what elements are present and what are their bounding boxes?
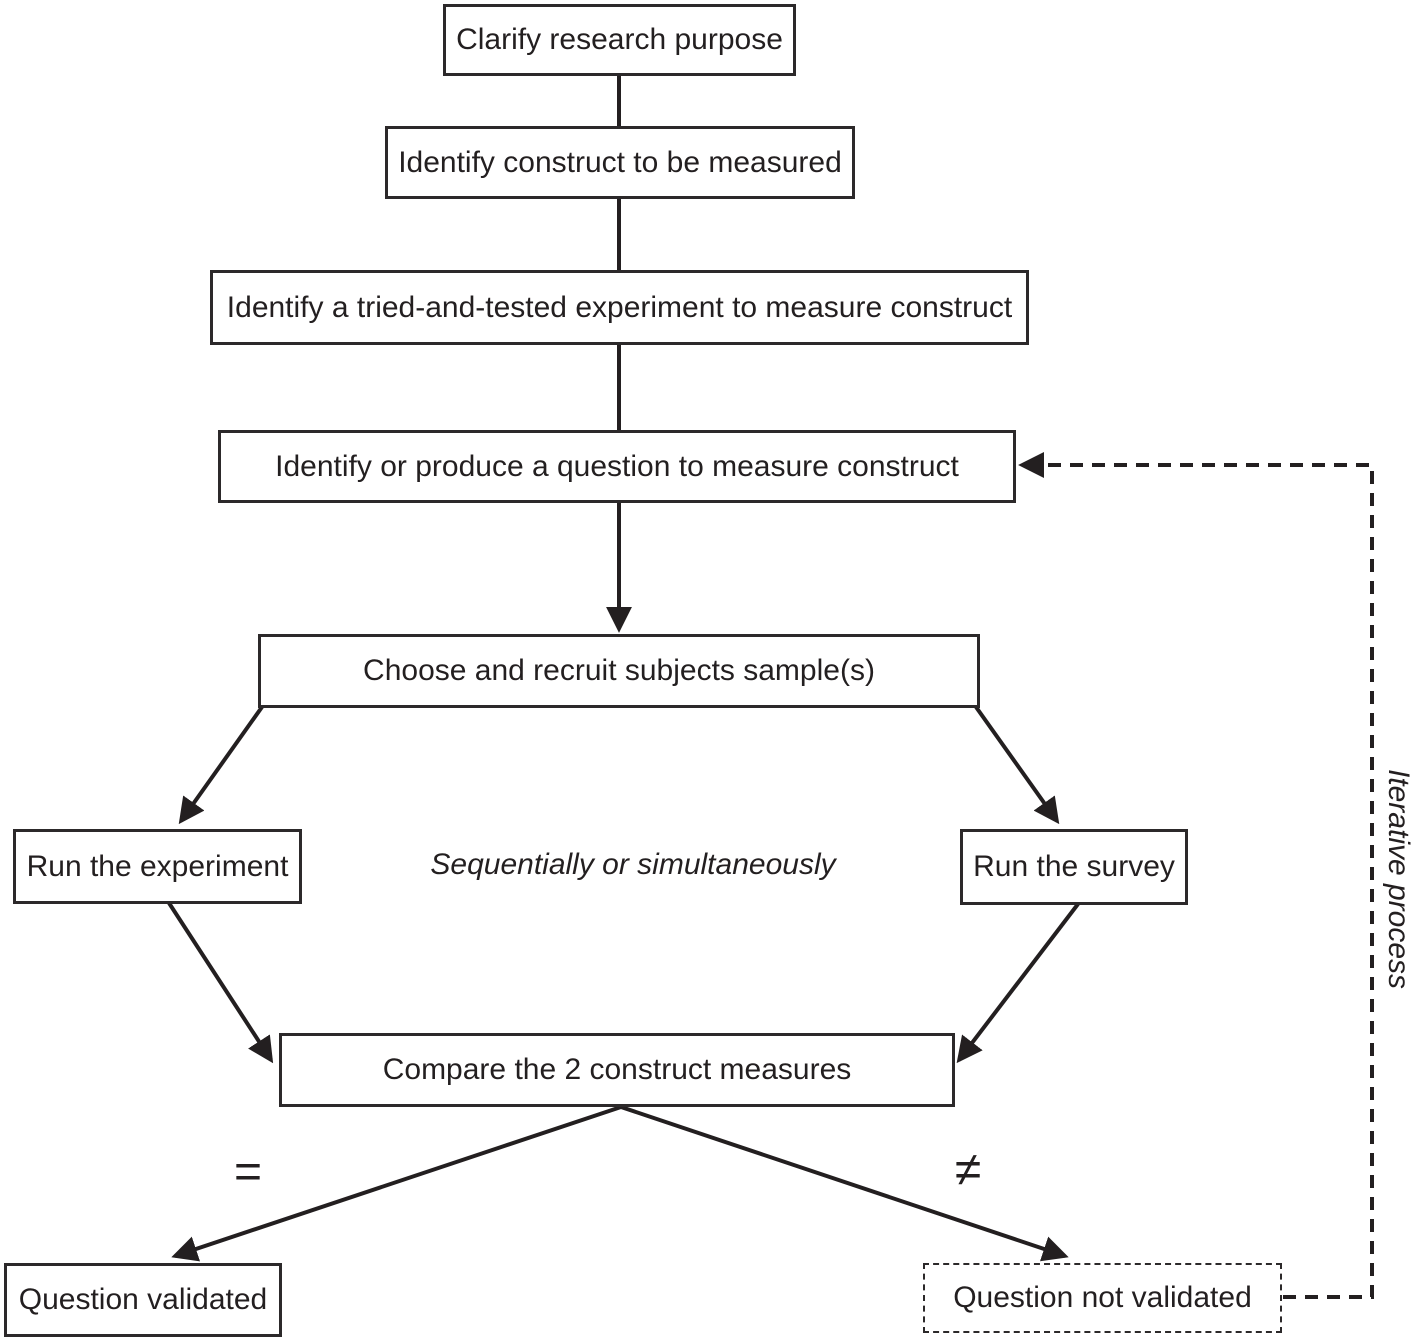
node-identify-construct: Identify construct to be measured: [385, 126, 855, 199]
node-question-validated: Question validated: [4, 1263, 282, 1337]
iterative-process-label: Iterative process: [1382, 768, 1415, 990]
node-label: Run the experiment: [26, 849, 289, 883]
node-question-not-validated: Question not validated: [923, 1263, 1282, 1333]
node-label: Clarify research purpose: [456, 23, 783, 57]
node-identify-experiment: Identify a tried-and-tested experiment t…: [210, 270, 1029, 345]
connector-compare-to-validated-arrow: [171, 1105, 622, 1262]
node-identify-question: Identify or produce a question to measur…: [218, 430, 1016, 503]
node-label: Identify construct to be measured: [398, 145, 842, 179]
node-run-survey: Run the survey: [960, 829, 1188, 905]
connector-run-survey-to-compare-arrow: [956, 902, 1080, 1064]
connector-iterative-loop-dashed-arrow: [1018, 452, 1374, 1299]
node-label: Compare the 2 construct measures: [382, 1053, 852, 1087]
node-label: Question not validated: [953, 1281, 1252, 1315]
not-equal-symbol: ≠: [954, 1143, 982, 1197]
node-clarify-research-purpose: Clarify research purpose: [443, 4, 796, 76]
node-compare-measures: Compare the 2 construct measures: [279, 1033, 955, 1107]
connector-subjects-to-run-experiment-arrow: [178, 705, 264, 825]
node-run-experiment: Run the experiment: [13, 829, 302, 904]
node-label: Identify or produce a question to measur…: [275, 449, 959, 483]
node-label: Identify a tried-and-tested experiment t…: [226, 290, 1013, 324]
connector-compare-to-not-validated-arrow: [620, 1105, 1069, 1262]
node-label: Question validated: [18, 1283, 268, 1317]
equal-symbol: =: [233, 1145, 263, 1199]
node-label: Choose and recruit subjects sample(s): [363, 654, 875, 688]
connector-run-experiment-to-compare-arrow: [167, 901, 274, 1064]
node-label: Run the survey: [973, 850, 1175, 884]
node-choose-subjects: Choose and recruit subjects sample(s): [258, 634, 980, 708]
parallel-note-label: Sequentially or simultaneously: [430, 848, 836, 881]
connector-subjects-to-run-survey-arrow: [974, 705, 1060, 825]
